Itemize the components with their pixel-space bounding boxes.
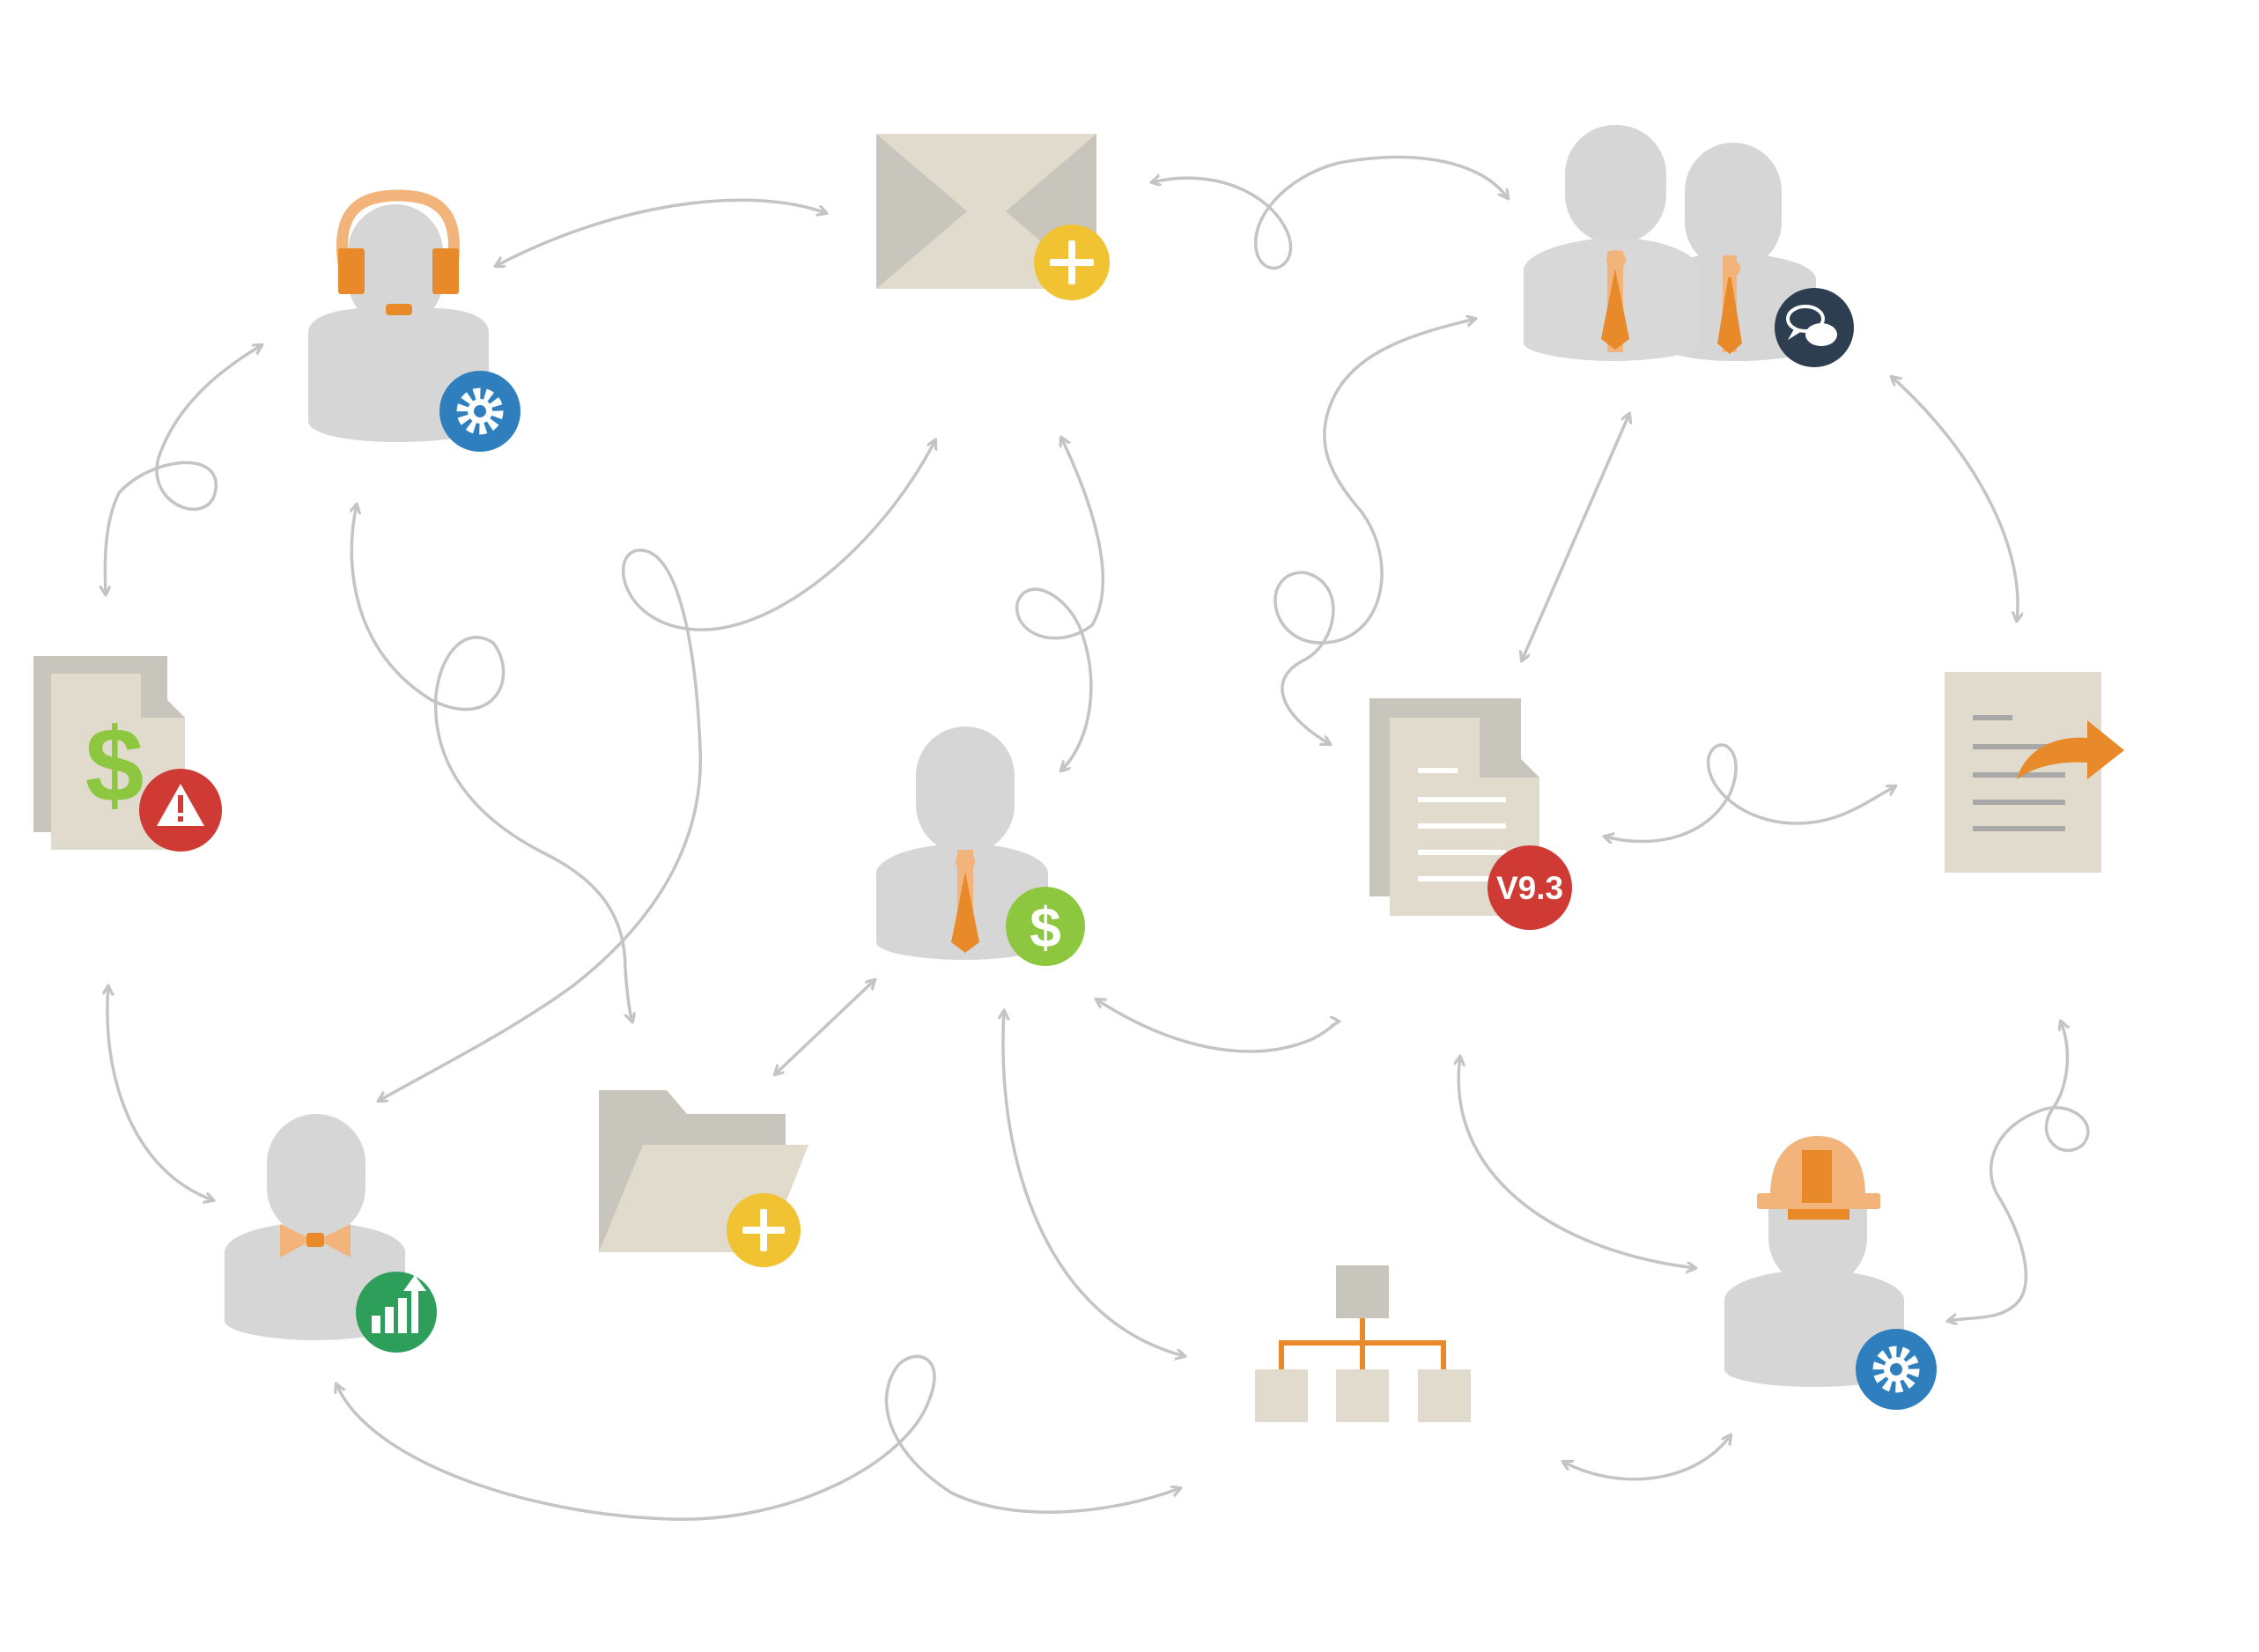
connector-finance-person-hierarchy: [1003, 1011, 1185, 1356]
hierarchy-icon: [1255, 1265, 1471, 1422]
node-versioned-document[interactable]: V9.3: [1369, 698, 1572, 930]
node-support-agent[interactable]: [308, 189, 520, 452]
connector-team-shared-doc: [1892, 377, 2018, 621]
document-stack-icon: [1369, 698, 1539, 916]
node-new-email[interactable]: [876, 134, 1110, 300]
two-people-icon: [1524, 125, 1816, 361]
plus-icon: [727, 1193, 801, 1267]
connector-support-folder: [351, 505, 632, 1021]
node-org-hierarchy[interactable]: [1255, 1265, 1471, 1422]
node-new-folder[interactable]: [599, 1090, 808, 1267]
connectors: [105, 155, 2090, 1521]
version-label: V9.3: [1496, 870, 1563, 906]
svg-text:$: $: [1030, 896, 1061, 959]
connector-analyst-hierarchy: [336, 1354, 1180, 1521]
node-finance-alert[interactable]: $: [33, 656, 222, 852]
connector-support-email: [496, 198, 826, 266]
connector-team-versioned-doc: [1273, 319, 1475, 744]
gear-icon: [439, 371, 520, 452]
connector-versioned-engineer: [1458, 1057, 1695, 1268]
connector-email-finance-person: [1015, 438, 1104, 771]
plus-icon: [1034, 225, 1110, 300]
connector-shared-doc-engineer: [1948, 1021, 2090, 1321]
connector-finance-alert-analyst: [107, 986, 213, 1200]
node-finance-person[interactable]: $: [876, 726, 1085, 966]
gear-icon: [1856, 1329, 1937, 1410]
node-engineer[interactable]: [1724, 1136, 1937, 1410]
node-team-chat[interactable]: [1524, 125, 1854, 367]
connector-versioned-shared-doc: [1605, 743, 1895, 842]
version-badge: V9.3: [1488, 845, 1572, 930]
connector-finance-person-folder: [775, 980, 875, 1074]
bar-chart-icon: [356, 1272, 437, 1353]
svg-text:$: $: [85, 706, 144, 824]
connector-team-versioned-doc-straight: [1522, 414, 1629, 660]
node-analyst[interactable]: [225, 1114, 437, 1353]
connector-hierarchy-engineer: [1563, 1435, 1731, 1481]
hardhat-person-icon: [1724, 1136, 1904, 1387]
share-arrow-icon: [2017, 720, 2124, 779]
warning-icon: [139, 769, 222, 852]
connector-finance-person-versioned: [1096, 999, 1339, 1053]
node-shared-document[interactable]: [1945, 672, 2124, 873]
chat-bubbles-icon: [1775, 288, 1854, 367]
connector-email-analyst: [379, 440, 935, 1101]
connector-support-finance-alert: [105, 345, 262, 594]
connector-email-team: [1152, 155, 1508, 270]
person-tie-icon: [876, 726, 1048, 960]
dollar-icon: $: [1006, 887, 1085, 966]
